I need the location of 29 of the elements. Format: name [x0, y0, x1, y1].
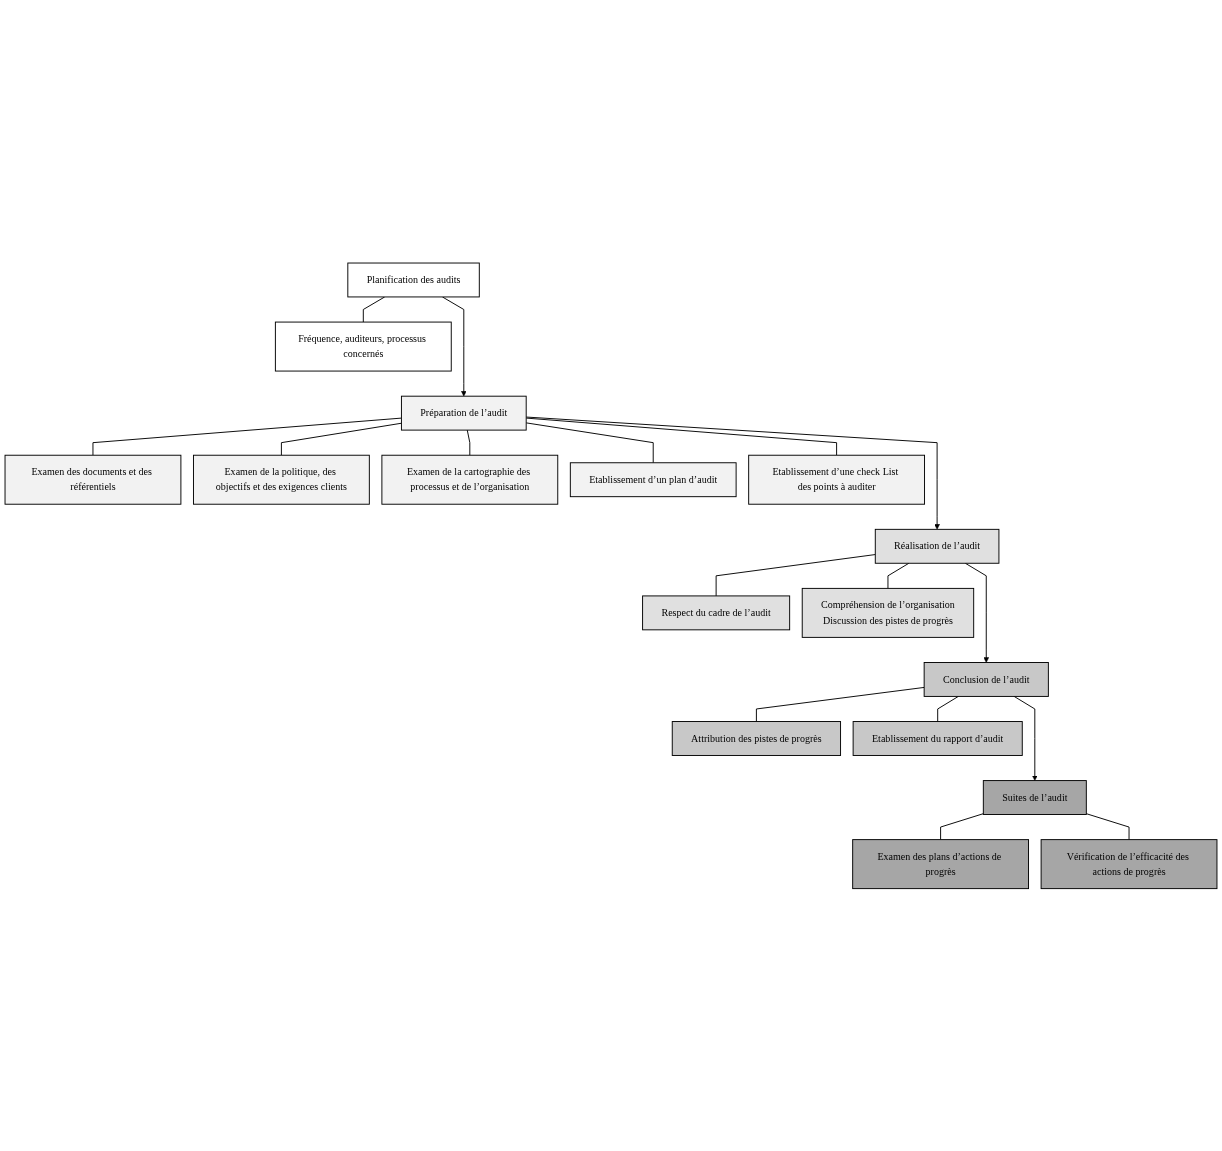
connector	[937, 695, 959, 722]
node-box: Examen de la cartographie des processus et de l’organisation	[381, 454, 559, 505]
node-box: Suites de l’audit	[982, 779, 1087, 815]
node-box: Examen des documents et des référentiels	[4, 454, 182, 505]
node-box: Fréquence, auditeurs, processus concernés	[274, 321, 452, 372]
node-box: Planification des audits	[347, 262, 480, 298]
connector	[362, 296, 386, 323]
connector	[466, 429, 471, 456]
node-box: Etablissement d’une check List des points à auditer	[748, 454, 925, 505]
node-box: Vérification de l’efficacité des actions de progrès	[1040, 838, 1218, 889]
connector	[280, 422, 402, 456]
node-box: Attribution des pistes de progrès	[671, 720, 842, 756]
connector	[92, 417, 402, 456]
connector	[525, 422, 654, 463]
connector	[1085, 812, 1130, 840]
node-box: Compréhension de l’organisation Discussion des pistes de progrès	[801, 587, 975, 638]
node-box: Examen de la politique, des objectifs et des exigences clients	[193, 454, 370, 505]
connector	[525, 417, 838, 456]
node-box: Réalisation de l’audit	[874, 528, 1000, 564]
node-box: Respect du cadre de l’audit	[642, 595, 791, 630]
node-box: Etablissement du rapport d’audit	[852, 720, 1023, 756]
connector	[887, 562, 910, 589]
connector	[940, 812, 984, 840]
node-box: Préparation de l’audit	[400, 395, 527, 431]
node-box: Etablissement d’un plan d’audit	[569, 461, 737, 497]
connector	[755, 686, 925, 722]
node-box: Examen des plans d’actions de progrès	[852, 838, 1029, 889]
connector	[715, 553, 876, 597]
node-box: Conclusion de l’audit	[923, 661, 1049, 697]
